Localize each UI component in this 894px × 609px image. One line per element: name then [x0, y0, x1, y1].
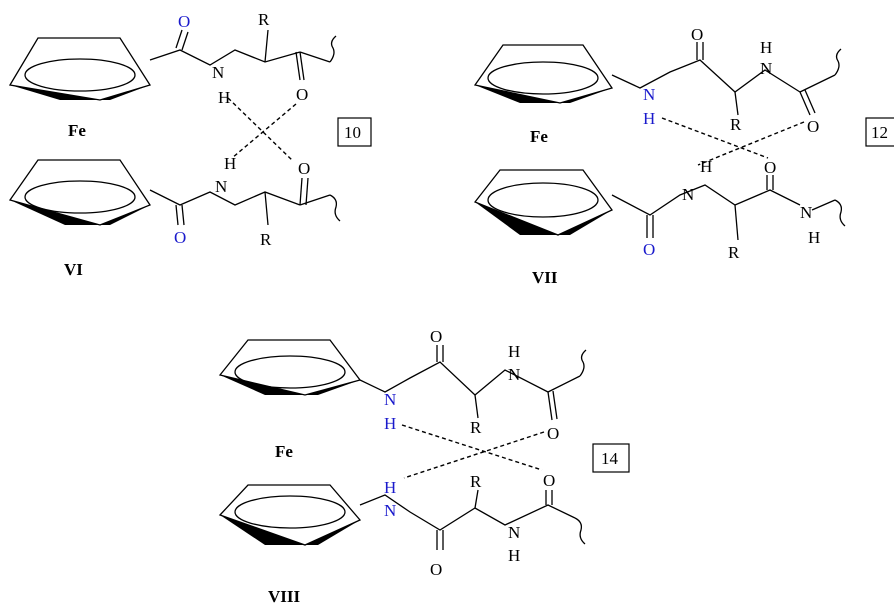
structure-vi: O N H R O Fe 10 H N O O: [8, 10, 372, 279]
hydrogen-bond: [231, 103, 297, 159]
n2-lower: N: [508, 523, 520, 542]
amide-h-upper: H: [643, 109, 655, 128]
hydrogen-bond: [661, 117, 769, 159]
ring-size-box: [337, 117, 372, 147]
carbonyl-o-upper: O: [178, 12, 190, 31]
h2-upper: H: [760, 38, 772, 57]
cp-ring-upper: [8, 37, 152, 101]
terminal-o-lower: O: [298, 159, 310, 178]
carbonyl-o-lower: O: [643, 240, 655, 259]
amide-h-upper: H: [384, 414, 396, 433]
ring-size-label: 12: [871, 123, 888, 142]
amide-n-upper: N: [384, 390, 396, 409]
carbonyl-o2-lower: O: [764, 158, 776, 177]
lower-strand-bonds: [359, 489, 586, 550]
side-chain-r-lower: R: [260, 230, 272, 249]
amide-h-lower: H: [224, 154, 236, 173]
amide-h-upper: H: [218, 88, 230, 107]
compound-label: VIII: [268, 587, 301, 606]
side-chain-r-lower: R: [728, 243, 740, 262]
ring-size-box: [592, 443, 630, 473]
side-chain-r-lower: R: [470, 472, 482, 491]
side-chain-r-upper: R: [470, 418, 482, 437]
upper-strand-bonds: [359, 345, 587, 421]
terminal-o-upper: O: [547, 424, 559, 443]
cp-ring-lower: [218, 484, 362, 546]
carbonyl-o-lower: O: [174, 228, 186, 247]
hydrogen-bond: [403, 431, 545, 479]
h2-lower: H: [808, 228, 820, 247]
metal-label-fe: Fe: [275, 442, 293, 461]
amide-n-lower: N: [682, 185, 694, 204]
amide-h-lower: H: [700, 157, 712, 176]
h2-upper: H: [508, 342, 520, 361]
metal-label-fe: Fe: [68, 121, 86, 140]
terminal-o-upper: O: [296, 85, 308, 104]
cp-ring-upper: [218, 339, 362, 396]
ring-size-label: 10: [344, 123, 361, 142]
amide-n-upper: N: [212, 63, 224, 82]
side-chain-r-upper: R: [258, 10, 270, 29]
cp-ring-lower: [473, 169, 613, 236]
amide-n-lower: N: [215, 177, 227, 196]
amide-n-upper: N: [643, 85, 655, 104]
hydrogen-bond: [227, 97, 293, 161]
compound-label: VII: [532, 268, 558, 287]
amide-n-lower: N: [384, 501, 396, 520]
h2-lower: H: [508, 546, 520, 565]
structure-vii: N H O R H N O Fe 12 H N O N: [473, 25, 894, 287]
lower-strand-bonds: [611, 175, 846, 241]
n2-upper: N: [508, 365, 520, 384]
ring-size-box: [865, 117, 894, 147]
cp-ring-upper: [473, 44, 614, 104]
lower-strand-bonds: [149, 177, 341, 226]
n2-lower: N: [800, 203, 812, 222]
hydrogen-bond: [401, 424, 543, 471]
amide-h-lower: H: [384, 478, 396, 497]
side-chain-r-upper: R: [730, 115, 742, 134]
carbonyl-o-upper: O: [430, 327, 442, 346]
metal-label-fe: Fe: [530, 127, 548, 146]
n2-upper: N: [760, 59, 772, 78]
compound-label: VI: [64, 260, 83, 279]
upper-strand-bonds: [611, 42, 842, 116]
terminal-o-lower: O: [543, 471, 555, 490]
cp-ring-lower: [8, 159, 151, 226]
ring-size-label: 14: [601, 449, 619, 468]
upper-strand-bonds: [149, 29, 337, 81]
hydrogen-bond: [697, 121, 805, 166]
terminal-o-upper: O: [807, 117, 819, 136]
carbonyl-o-upper: O: [691, 25, 703, 44]
carbonyl-o-lower: O: [430, 560, 442, 579]
structure-viii: N H O R H N O Fe 14 H N O R N: [218, 327, 630, 606]
